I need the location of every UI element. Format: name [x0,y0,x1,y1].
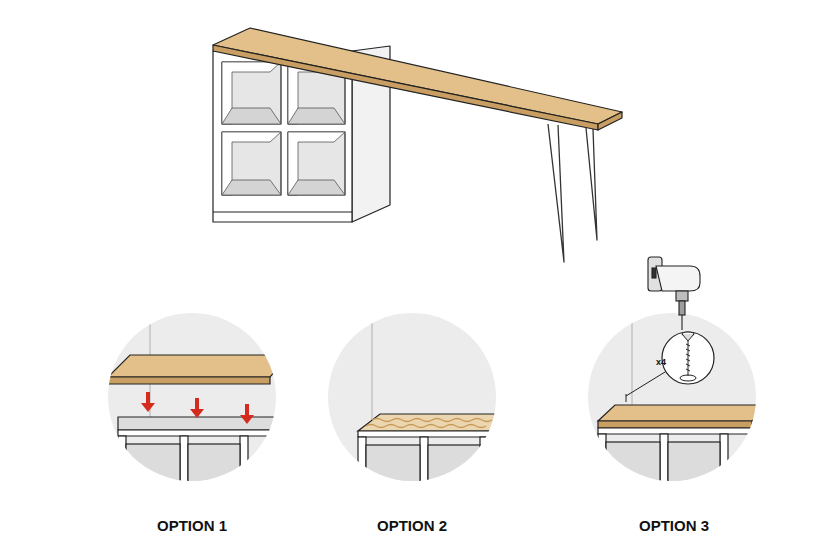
desk-illustration [213,28,622,262]
option-label: OPTION 3 [639,517,709,534]
option-3-inset [588,257,770,492]
option-2-inset [328,300,512,495]
quantity-label: x4 [656,357,666,367]
drill-icon [648,257,700,330]
option-1-inset [108,300,290,494]
option-label: OPTION 2 [377,517,447,534]
option-label: OPTION 1 [157,517,227,534]
